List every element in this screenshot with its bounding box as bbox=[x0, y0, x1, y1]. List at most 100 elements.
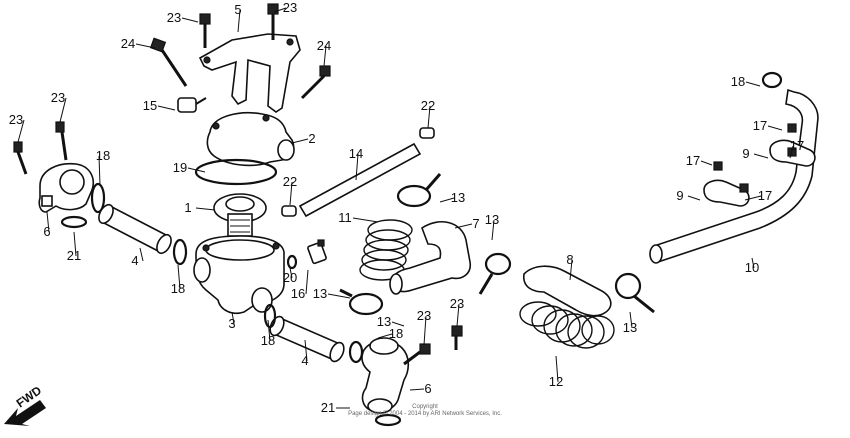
callout-c17a: 17 bbox=[753, 118, 767, 133]
leader-c13c bbox=[327, 293, 351, 299]
o-ring-21-lower bbox=[374, 413, 402, 427]
leader-c8 bbox=[569, 259, 573, 281]
callout-c6b: 6 bbox=[424, 381, 431, 396]
thermostat-housing-3 bbox=[193, 235, 285, 315]
leader-c9a bbox=[753, 153, 769, 159]
leader-c3 bbox=[231, 311, 235, 325]
copyright-line-2: Page design © 2004 - 2014 by ARI Network… bbox=[348, 410, 502, 417]
callout-c22b: 22 bbox=[283, 174, 297, 189]
leader-c13d bbox=[391, 321, 405, 327]
callout-c6a: 6 bbox=[43, 224, 50, 239]
leader-c13a bbox=[439, 197, 455, 203]
leader-c18c bbox=[177, 264, 181, 290]
callout-c14: 14 bbox=[349, 146, 363, 161]
leader-c16 bbox=[305, 269, 309, 295]
callout-c20: 20 bbox=[283, 270, 297, 285]
o-ring-19 bbox=[194, 158, 278, 186]
leader-c21a bbox=[73, 231, 77, 257]
leader-c6a bbox=[46, 211, 50, 233]
elbow-6-left bbox=[38, 162, 94, 213]
leader-c18e bbox=[377, 333, 393, 339]
callout-c9a: 9 bbox=[742, 146, 749, 161]
washer-20 bbox=[286, 254, 298, 270]
bolt-23-top-left bbox=[199, 13, 211, 48]
leader-c17b bbox=[700, 160, 713, 166]
callout-c13a: 13 bbox=[451, 190, 465, 205]
callout-c17b: 17 bbox=[686, 153, 700, 168]
callout-c8: 8 bbox=[566, 252, 573, 267]
callout-c4b: 4 bbox=[301, 353, 308, 368]
elbow-6-lower bbox=[361, 337, 410, 414]
callout-c24b: 24 bbox=[317, 38, 331, 53]
bolt-23-lower-a bbox=[403, 343, 431, 366]
callout-c3: 3 bbox=[228, 316, 235, 331]
callout-c17c: 17 bbox=[790, 138, 804, 153]
callout-c19: 19 bbox=[173, 160, 187, 175]
leader-c5 bbox=[237, 9, 241, 33]
callout-c18d: 18 bbox=[261, 333, 275, 348]
thermostat-cover-2 bbox=[206, 112, 295, 167]
o-ring-18-right bbox=[348, 340, 364, 364]
callout-c13b: 13 bbox=[485, 212, 499, 227]
fwd-arrow-icon bbox=[4, 400, 46, 426]
callout-c23e: 23 bbox=[417, 308, 431, 323]
callout-c16: 16 bbox=[291, 286, 305, 301]
clip-22-lower bbox=[281, 205, 297, 217]
leader-c23b bbox=[273, 7, 287, 13]
callout-c21a: 21 bbox=[67, 248, 81, 263]
bracket-5 bbox=[198, 33, 301, 113]
o-ring-18-top-right bbox=[761, 71, 783, 89]
clamp-13-lower bbox=[339, 288, 384, 316]
leader-c23c bbox=[59, 97, 67, 123]
callout-c12: 12 bbox=[549, 374, 563, 389]
callout-c13d: 13 bbox=[377, 314, 391, 329]
callout-c17d: 17 bbox=[758, 188, 772, 203]
sensor-15 bbox=[177, 97, 207, 113]
leader-c10 bbox=[751, 257, 755, 269]
callout-c4a: 4 bbox=[131, 253, 138, 268]
leader-c17a bbox=[767, 125, 783, 131]
bolt-23-far-left bbox=[13, 141, 28, 175]
callout-c7: 7 bbox=[472, 216, 479, 231]
callout-c9b: 9 bbox=[676, 188, 683, 203]
hose-12-coiled bbox=[519, 301, 615, 349]
callout-c18b: 18 bbox=[96, 148, 110, 163]
clamp-13-right bbox=[614, 272, 655, 314]
leader-c22b bbox=[289, 181, 293, 206]
leader-c17d bbox=[744, 195, 762, 201]
callout-c23f: 23 bbox=[450, 296, 464, 311]
callout-c23a: 23 bbox=[167, 10, 181, 25]
callout-c23b: 23 bbox=[283, 0, 297, 15]
clamp-13-mid bbox=[478, 252, 512, 295]
leader-c9b bbox=[687, 195, 701, 201]
pipe-10 bbox=[649, 88, 819, 264]
callout-c18a: 18 bbox=[731, 74, 745, 89]
callout-c2: 2 bbox=[308, 131, 315, 146]
leader-c13b bbox=[491, 219, 495, 241]
leader-c12 bbox=[555, 355, 559, 383]
callout-c15: 15 bbox=[143, 98, 157, 113]
callout-c11: 11 bbox=[338, 210, 352, 225]
leader-c4a bbox=[139, 247, 144, 262]
leader-c18b bbox=[98, 155, 101, 186]
callout-c13e: 13 bbox=[623, 320, 637, 335]
callout-c23c: 23 bbox=[51, 90, 65, 105]
thermostat-1 bbox=[213, 193, 267, 237]
leader-c20 bbox=[289, 267, 293, 279]
leader-c23d bbox=[17, 119, 25, 143]
leader-c4b bbox=[304, 339, 308, 362]
bolt-24-left bbox=[149, 37, 188, 87]
callout-c5: 5 bbox=[234, 2, 241, 17]
clip-22-upper bbox=[419, 127, 435, 139]
leader-c13e bbox=[629, 311, 633, 329]
hose-11-coiled bbox=[359, 219, 413, 281]
o-ring-21-left bbox=[60, 215, 88, 229]
leader-c24a bbox=[135, 43, 156, 49]
temp-sensor-16 bbox=[307, 239, 327, 265]
callout-c18c: 18 bbox=[171, 281, 185, 296]
leader-lines bbox=[17, 7, 794, 409]
leader-c23e bbox=[423, 315, 427, 346]
clamp-13-upper bbox=[396, 173, 442, 208]
